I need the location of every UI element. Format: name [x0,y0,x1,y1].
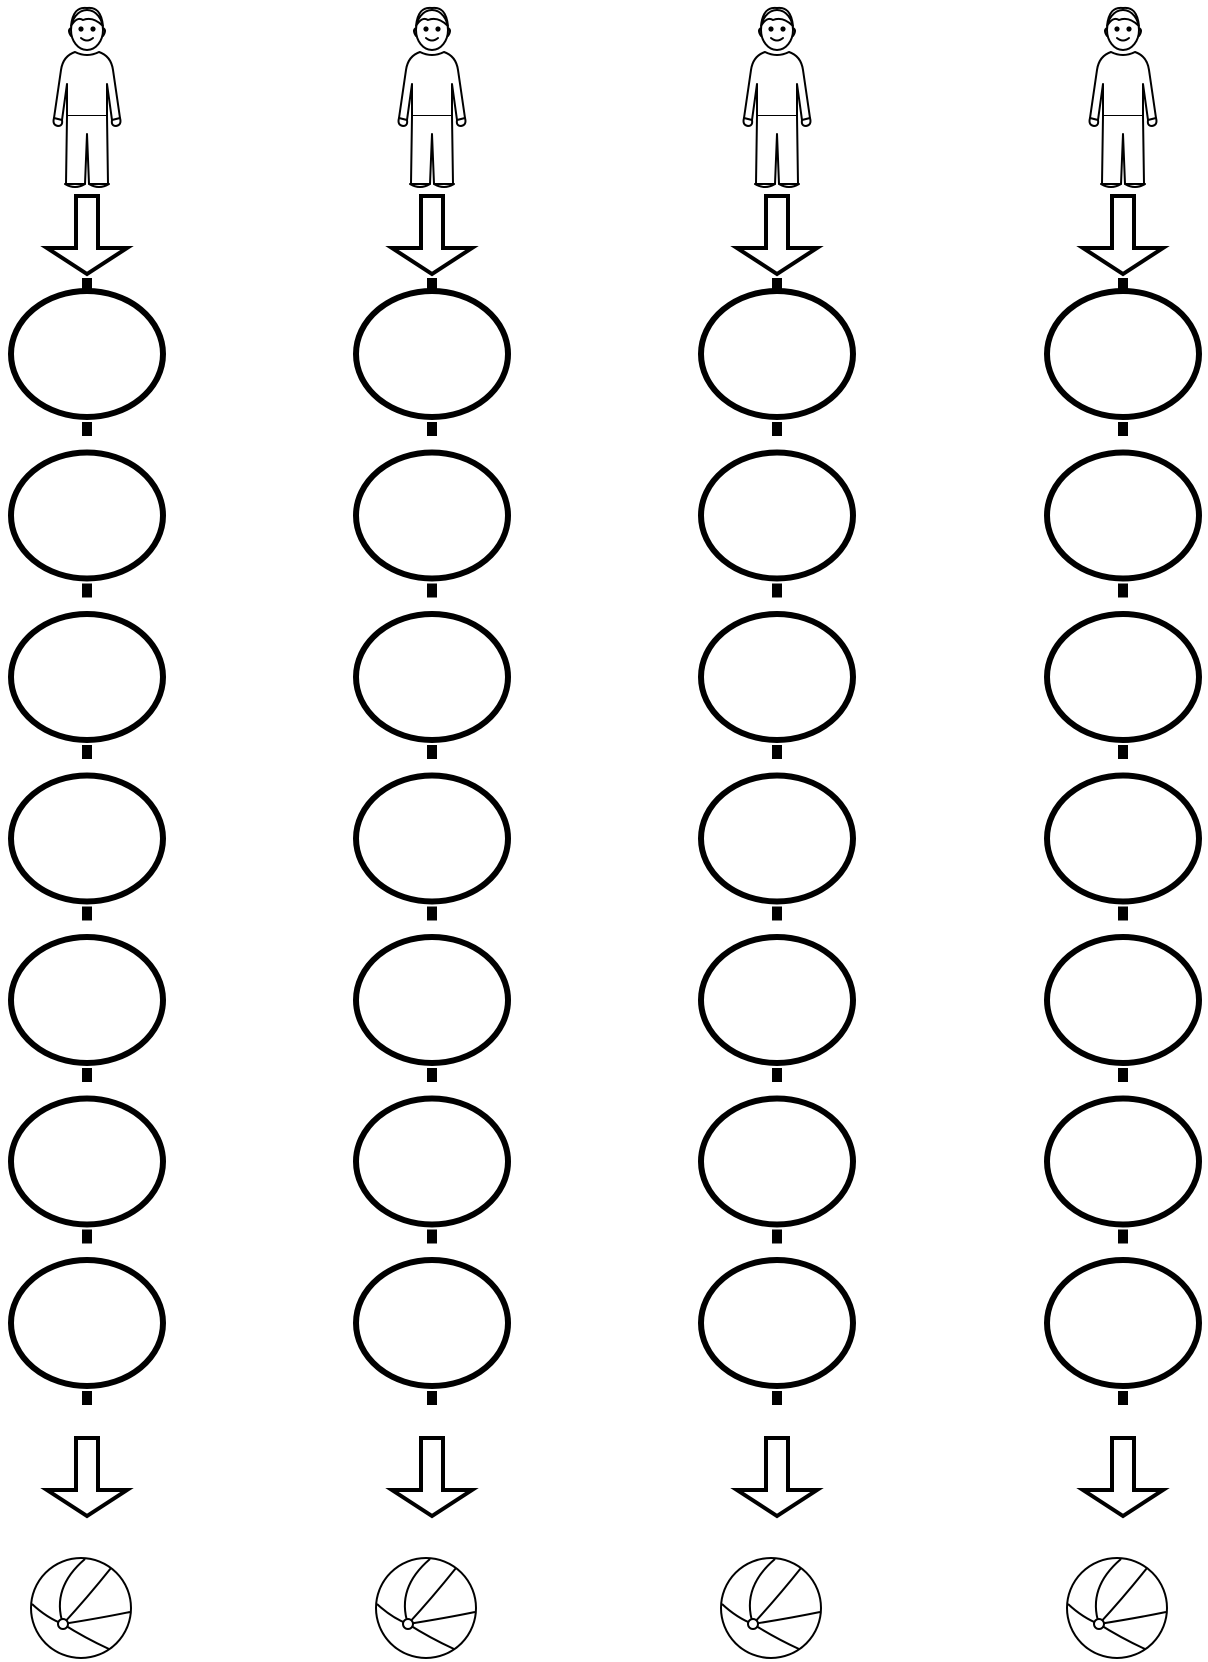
path-column-4 [1047,8,1199,1658]
connector-tick [427,1391,437,1405]
connector-tick [1118,1230,1128,1244]
blank-circle[interactable] [701,291,853,417]
blank-circle[interactable] [356,1099,508,1225]
connector-tick [1118,422,1128,436]
blank-circle[interactable] [11,776,163,902]
down-arrow-top [47,196,127,274]
blank-circle[interactable] [11,291,163,417]
connector-tick [772,1230,782,1244]
beach-ball-icon [721,1558,821,1658]
blank-circle[interactable] [701,937,853,1063]
blank-circle[interactable] [11,614,163,740]
blank-circle[interactable] [11,937,163,1063]
blank-circle[interactable] [356,1260,508,1386]
boy-figure-icon [1090,8,1157,187]
blank-circle[interactable] [1047,1099,1199,1225]
blank-circle[interactable] [1047,453,1199,579]
down-arrow-bottom [47,1438,127,1516]
connector-tick [427,907,437,921]
connector-tick [427,584,437,598]
blank-circle[interactable] [1047,1260,1199,1386]
connector-tick [427,422,437,436]
boy-figure-icon [54,8,121,187]
down-arrow-top [392,196,472,274]
down-arrow-top [737,196,817,274]
connector-tick [1118,1068,1128,1082]
blank-circle[interactable] [701,453,853,579]
blank-circle[interactable] [356,291,508,417]
connector-tick [427,1068,437,1082]
down-arrow-bottom [737,1438,817,1516]
connector-tick [772,422,782,436]
connector-tick [82,584,92,598]
connector-tick [427,745,437,759]
blank-circle[interactable] [1047,291,1199,417]
blank-circle[interactable] [11,1260,163,1386]
boy-figure-icon [399,8,466,187]
connector-tick [82,907,92,921]
connector-tick [82,1391,92,1405]
connector-tick [772,745,782,759]
blank-circle[interactable] [1047,614,1199,740]
down-arrow-bottom [1083,1438,1163,1516]
beach-ball-icon [1067,1558,1167,1658]
down-arrow-top [1083,196,1163,274]
blank-circle[interactable] [1047,937,1199,1063]
blank-circle[interactable] [356,776,508,902]
path-column-3 [701,8,853,1658]
connector-tick [427,1230,437,1244]
blank-circle[interactable] [1047,776,1199,902]
connector-tick [1118,584,1128,598]
beach-ball-icon [31,1558,131,1658]
boy-figure-icon [744,8,811,187]
connector-tick [82,422,92,436]
blank-circle[interactable] [11,1099,163,1225]
connector-tick [772,1391,782,1405]
path-column-1 [11,8,163,1658]
path-column-2 [356,8,508,1658]
blank-circle[interactable] [701,776,853,902]
blank-circle[interactable] [701,1099,853,1225]
connector-tick [772,907,782,921]
blank-circle[interactable] [11,453,163,579]
connector-tick [772,1068,782,1082]
blank-circle[interactable] [356,453,508,579]
connector-tick [1118,1391,1128,1405]
blank-circle[interactable] [356,937,508,1063]
blank-circle[interactable] [701,1260,853,1386]
connector-tick [82,1068,92,1082]
blank-circle[interactable] [701,614,853,740]
blank-circle[interactable] [356,614,508,740]
connector-tick [1118,907,1128,921]
connector-tick [82,1230,92,1244]
beach-ball-icon [376,1558,476,1658]
connector-tick [772,584,782,598]
down-arrow-bottom [392,1438,472,1516]
connector-tick [1118,745,1128,759]
connector-tick [82,745,92,759]
